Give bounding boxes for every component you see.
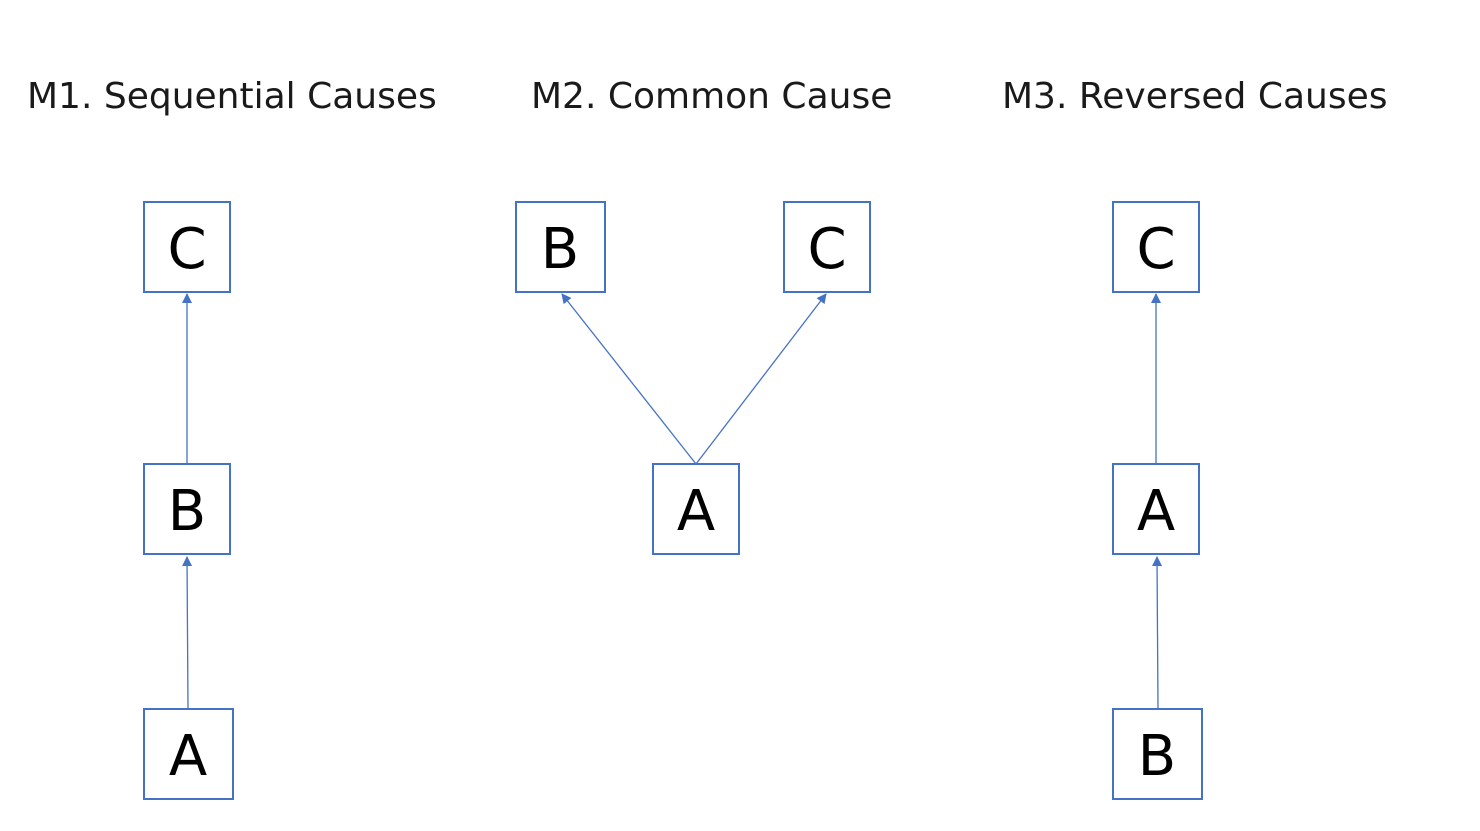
node-label: A: [1137, 479, 1175, 544]
node-m3-b: B: [1112, 708, 1203, 800]
edge-m2-a-to-b: [561, 293, 697, 465]
node-label: C: [1136, 217, 1175, 282]
node-m1-c: C: [143, 201, 231, 293]
node-m1-b: B: [143, 463, 231, 555]
node-m2-c: C: [783, 201, 871, 293]
node-box: [652, 463, 740, 555]
model-title-m3: M3. Reversed Causes: [1002, 76, 1388, 117]
node-m3-a: A: [1112, 463, 1200, 555]
model-title-m1: M1. Sequential Causes: [27, 76, 437, 117]
node-label: B: [168, 479, 206, 544]
model-m3: M3. Reversed Causes C A B: [1002, 76, 1388, 800]
node-box: [143, 463, 231, 555]
node-box: [143, 201, 231, 293]
node-box: [1112, 201, 1200, 293]
node-box: [515, 201, 606, 293]
model-m1: M1. Sequential Causes C B A: [27, 76, 437, 800]
node-m3-c: C: [1112, 201, 1200, 293]
node-m1-a: A: [143, 708, 234, 800]
node-label: C: [167, 217, 206, 282]
node-box: [143, 708, 234, 800]
node-box: [783, 201, 871, 293]
node-label: B: [541, 217, 579, 282]
model-m2: M2. Common Cause B C A: [515, 76, 892, 555]
node-label: A: [169, 724, 207, 789]
node-m2-a: A: [652, 463, 740, 555]
edge-m1-a-to-b: [182, 556, 193, 710]
node-label: C: [807, 217, 846, 282]
node-box: [1112, 463, 1200, 555]
node-m2-b: B: [515, 201, 606, 293]
node-box: [1112, 708, 1203, 800]
edge-m2-a-to-c: [695, 293, 827, 465]
model-title-m2: M2. Common Cause: [531, 76, 892, 117]
node-label: A: [677, 479, 715, 544]
node-label: B: [1138, 724, 1176, 789]
edge-m3-b-to-a: [1152, 556, 1163, 710]
